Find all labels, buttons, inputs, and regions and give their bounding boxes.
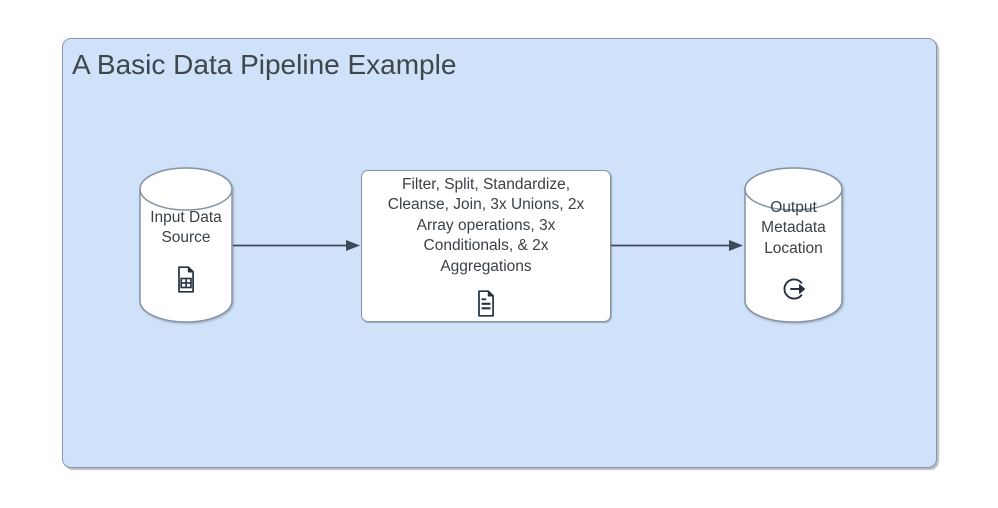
node-process-operations: Filter, Split, Standardize, Cleanse, Joi…: [361, 170, 611, 322]
node-label: Input Data Source: [150, 208, 222, 247]
document-text-icon: [478, 290, 494, 317]
node-label: Filter, Split, Standardize, Cleanse, Joi…: [387, 175, 585, 275]
diagram-title: A Basic Data Pipeline Example: [72, 49, 457, 80]
arrow-process-to-output: [611, 240, 743, 251]
node-output-metadata-location: Output Metadata Location: [744, 166, 843, 324]
cylinder-shape: [744, 167, 843, 323]
node-label: Output Metadata Location: [761, 198, 826, 257]
node-input-data-source: Input Data Source: [139, 166, 233, 324]
export-icon: [783, 278, 805, 300]
data-file-icon: [178, 265, 194, 293]
cylinder-shape: [139, 167, 233, 323]
arrow-input-to-process: [233, 240, 360, 251]
